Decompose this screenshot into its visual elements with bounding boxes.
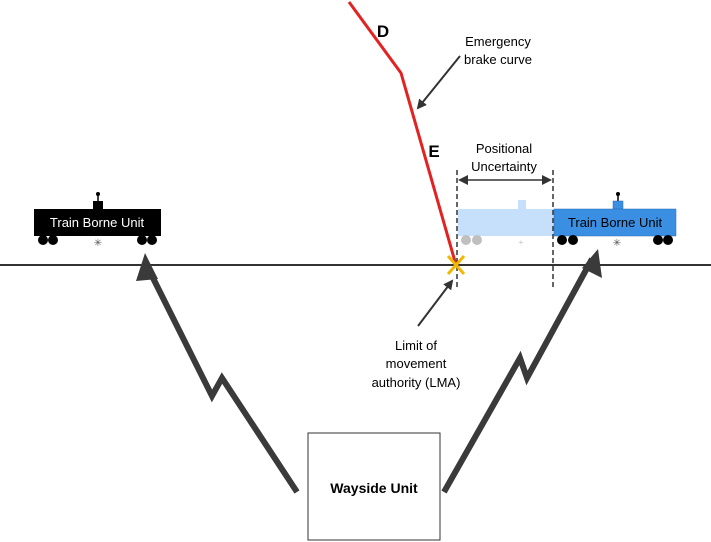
lma-label-3: authority (LMA): [372, 375, 461, 390]
brake-curve-pointer-arrow: [416, 55, 461, 110]
wheel-icon: [147, 235, 157, 245]
comm-arrow-left: [142, 260, 300, 494]
train-label-left: Train Borne Unit: [50, 215, 145, 230]
train-borne-unit-right: Train Borne Unit ✳: [553, 192, 677, 249]
train-label-right: Train Borne Unit: [568, 215, 663, 230]
wayside-unit-box: [307, 432, 441, 541]
curve-label-e: E: [428, 142, 439, 161]
comm-arrow-right: [441, 257, 595, 494]
wheel-icon: [568, 235, 578, 245]
axle-marker-icon: ✳: [613, 238, 621, 249]
emergency-brake-curve: [347, 1, 458, 266]
wheel-icon: [48, 235, 58, 245]
lma-pointer-arrow: [417, 279, 454, 327]
comm-arrow-left-head: [136, 253, 158, 281]
wheel-icon: [663, 235, 673, 245]
train-body-left: [34, 209, 161, 236]
axle-marker-icon: ✳: [94, 238, 102, 249]
emergency-brake-label-2: brake curve: [464, 52, 532, 67]
lma-label-2: movement: [386, 356, 447, 371]
lma-x-marker: [446, 255, 466, 275]
lma-label-1: Limit of: [395, 338, 437, 353]
wayside-unit-label: Wayside Unit: [330, 480, 418, 496]
train-borne-unit-left: Train Borne Unit ✳: [34, 192, 161, 249]
wheel-icon: [557, 235, 567, 245]
wheel-icon: [137, 235, 147, 245]
svg-text:+: +: [519, 238, 524, 247]
comm-arrow-right-head: [582, 249, 602, 278]
curve-label-d: D: [377, 22, 389, 41]
train-body-right: [553, 208, 677, 237]
emergency-brake-label-1: Emergency: [465, 34, 531, 49]
wheel-icon: [653, 235, 663, 245]
wheel-icon: [38, 235, 48, 245]
positional-uncertainty-label-2: Uncertainty: [471, 159, 537, 174]
positional-uncertainty-label-1: Positional: [476, 141, 532, 156]
